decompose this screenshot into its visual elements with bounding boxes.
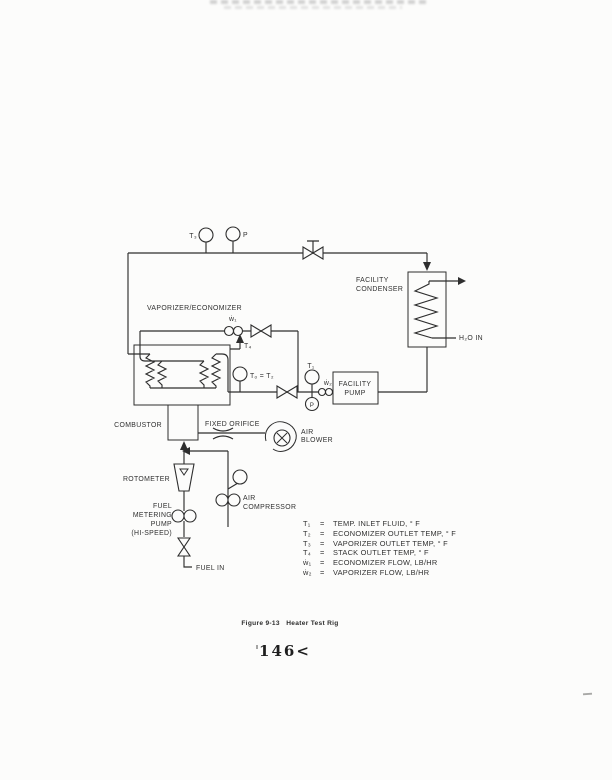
fuel-pump-label: (HI-SPEED): [131, 530, 172, 537]
fuel-pump-label: PUMP: [151, 521, 172, 528]
legend-text: VAPORIZER FLOW, LB/HR: [333, 567, 430, 577]
legend-symbol: T₄: [303, 548, 312, 558]
legend-text: ECONOMIZER FLOW, LB/HR: [333, 558, 438, 568]
p-pump-label: P: [310, 402, 314, 409]
rotometer-symbol: [173, 463, 195, 492]
legend-symbol: ẇ₁: [303, 558, 312, 568]
t3-label: T₃: [189, 233, 197, 240]
fixed-orifice-label: FIXED ORIFICE: [205, 421, 260, 428]
condenser-inlet-arrow: [423, 262, 431, 271]
air-compressor-symbol: [215, 493, 229, 507]
gauge-p-pump: [304, 396, 320, 412]
air-blower-symbol: [264, 421, 297, 452]
top-line-valve: [302, 246, 324, 260]
valves: [176, 246, 324, 557]
h2o-in-label: H₂O IN: [459, 335, 483, 342]
instruments: [171, 226, 334, 523]
facility-pump-box: [332, 371, 379, 405]
scan-artifact: [256, 645, 258, 649]
legend-row: T₁=TEMP. INLET FLUID, ° F: [303, 519, 421, 529]
legend-text: VAPORIZER OUTLET TEMP, ° F: [333, 538, 448, 548]
fuel-in-label: FUEL IN: [196, 565, 225, 572]
fuel-pump-label: METERING: [133, 512, 172, 519]
gauge-air: [232, 469, 248, 485]
faded-header-text: [210, 0, 428, 4]
legend-symbol: ẇ₂: [303, 567, 312, 577]
vaporizer-economizer-unit: [128, 334, 244, 441]
gauge-t1: [304, 369, 320, 385]
facility-pump-label: FACILITY: [339, 381, 372, 388]
combustor-box: [167, 404, 199, 441]
flowmeter-w1: [223, 325, 235, 337]
flowmeter-w1: [232, 325, 244, 337]
legend-row: ẇ₂=VAPORIZER FLOW, LB/HR: [303, 567, 430, 577]
air-compressor-label: COMPRESSOR: [243, 504, 296, 511]
legend-row: T₃=VAPORIZER OUTLET TEMP, ° F: [303, 538, 448, 548]
air-compressor-symbol: [227, 493, 241, 507]
p-top-label: P: [243, 232, 248, 239]
t2-gauge-label: Tₒ = T₂: [250, 373, 274, 380]
symbol-legend: T₁=TEMP. INLET FLUID, ° F T₂=ECONOMIZER …: [303, 519, 456, 577]
legend-text: TEMP. INLET FLUID, ° F: [333, 519, 421, 529]
economizer-valve: [250, 324, 272, 338]
air-compressor-label: AIR: [243, 495, 256, 502]
t1-label: T₁: [307, 363, 315, 370]
flowmeter-w2: [317, 387, 327, 397]
flowmeter-w2: [324, 387, 334, 397]
diagram-labels: VAPORIZER/ECONOMIZER T₃ P ẇ₁ T₄ Tₒ = T₂ …: [114, 232, 483, 572]
fuel-pump-symbol: [183, 509, 197, 523]
condenser-coil: [413, 281, 439, 339]
fixed-orifice-symbol: [212, 427, 234, 440]
legend-text: STACK OUTLET TEMP, ° F: [333, 548, 429, 558]
legend-row: ẇ₁=ECONOMIZER FLOW, LB/HR: [303, 558, 438, 568]
condenser-outlet-arrow: [458, 277, 466, 285]
faded-header-text: [224, 6, 402, 9]
w1-label: ẇ₁: [228, 316, 237, 323]
gauge-t2: [232, 366, 248, 382]
fuel-up-arrow: [180, 441, 188, 450]
legend-symbol: T₁: [303, 519, 311, 529]
condenser-box: [407, 271, 447, 348]
air-left-arrow: [182, 447, 190, 455]
vaporizer-valve: [276, 385, 298, 399]
t4-label: T₄: [244, 343, 252, 350]
page-number: 146<: [259, 642, 311, 660]
stack-arrow: [236, 334, 244, 343]
legend-symbol: T₃: [303, 538, 312, 548]
legend-text: ECONOMIZER OUTLET TEMP, ° F: [333, 529, 457, 539]
facility-condenser-unit: [407, 262, 466, 348]
facility-condenser-label: CONDENSER: [356, 286, 403, 293]
gauge-p-top: [225, 226, 241, 242]
fuel-pump-symbol: [171, 509, 185, 523]
legend-symbol: T₂: [303, 529, 311, 539]
fuel-valve: [176, 537, 192, 557]
facility-condenser-label: FACILITY: [356, 277, 389, 284]
legend-row: T₄=STACK OUTLET TEMP, ° F: [303, 548, 429, 558]
air-blower-label: AIR: [301, 429, 314, 436]
w2-label: ẇ₂: [323, 380, 332, 387]
combustor-label: COMBUSTOR: [114, 422, 162, 429]
vaporizer-coil: [128, 353, 229, 392]
vaporizer-economizer-label: VAPORIZER/ECONOMIZER: [147, 305, 242, 312]
fuel-pump-label: FUEL: [153, 503, 172, 510]
legend-row: T₂=ECONOMIZER OUTLET TEMP, ° F: [303, 529, 457, 539]
rotometer-label: ROTOMETER: [123, 476, 170, 483]
air-blower-label: BLOWER: [301, 437, 333, 444]
figure-caption: Figure 9-13 Heater Test Rig: [241, 620, 339, 627]
gauge-t3: [198, 227, 214, 243]
facility-pump-label: PUMP: [344, 390, 365, 397]
